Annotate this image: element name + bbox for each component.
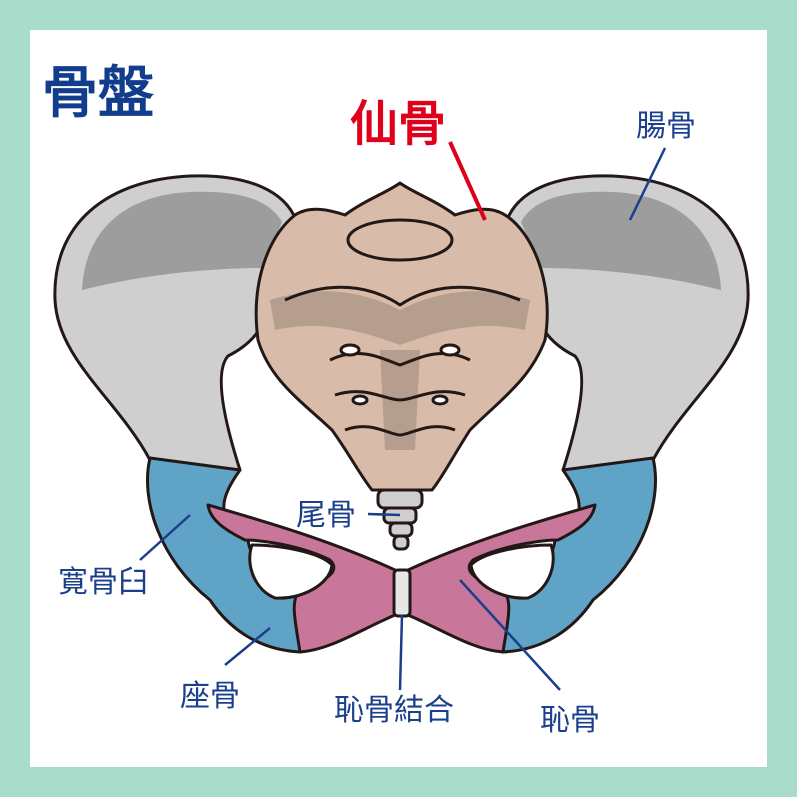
ischium-leader (224, 627, 271, 666)
ilium-label: 腸骨 (636, 109, 696, 144)
symphysis-leader (398, 614, 404, 691)
ischium-label: 座骨 (180, 679, 240, 714)
pubis-leader (459, 579, 561, 691)
sacrum-label: 仙骨 (350, 96, 446, 152)
coccyx (376, 488, 424, 551)
left-pubis (206, 503, 397, 654)
sacrum (254, 181, 549, 492)
left-hip-bone (53, 174, 397, 654)
ilium-leader (628, 147, 667, 221)
pubic-symphysis-label: 恥骨結合 (334, 693, 454, 728)
coccyx-leader (367, 512, 401, 517)
left-obturator-foramen (248, 543, 334, 600)
left-ilium-fossa (82, 191, 282, 290)
sacrum-leader (448, 141, 487, 221)
coccyx-label: 尾骨 (296, 498, 356, 533)
acetabulum-label: 寛骨臼 (58, 565, 148, 600)
pubic-symphysis-disc (392, 568, 412, 618)
right-hip-bone (406, 174, 750, 654)
pubis-label: 恥骨 (540, 703, 600, 738)
page-title: 骨盤 (42, 61, 154, 126)
acetabulum-leader (139, 514, 191, 561)
